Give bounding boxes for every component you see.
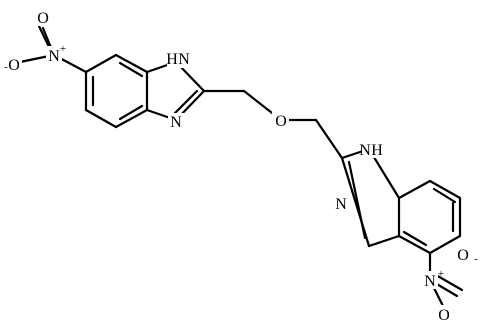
bond <box>173 89 199 115</box>
bond <box>347 160 367 240</box>
nitro-nitrogen-label: N <box>48 48 60 65</box>
bond <box>432 187 457 204</box>
bond <box>428 179 462 200</box>
bond <box>114 53 149 74</box>
ether-oxygen-label: O <box>275 113 287 130</box>
bond <box>367 234 401 248</box>
bond <box>402 230 428 247</box>
bond <box>84 53 118 74</box>
ring-nitrogen-label: N <box>170 114 182 131</box>
nitro-oxygen-label: O <box>37 10 49 27</box>
bond <box>428 234 462 255</box>
negative-charge-label: - <box>4 61 8 73</box>
bond <box>434 273 464 292</box>
bond <box>118 104 144 121</box>
negative-charge-label: - <box>474 253 478 265</box>
amine-hydrogen-label: H <box>371 142 383 159</box>
bond <box>84 108 118 129</box>
nitro-nitrogen-label: N <box>424 273 436 290</box>
bond <box>314 118 344 160</box>
nitro-oxygen-label: O <box>438 307 450 324</box>
amine-nitrogen-label: N <box>359 142 371 159</box>
lower-benzimidazole-bonds <box>340 147 464 310</box>
bond <box>36 22 51 49</box>
positive-charge-label: + <box>60 43 66 55</box>
bond <box>114 108 149 129</box>
amine-nitrogen-label: N <box>178 51 190 68</box>
nitro-oxygen-label: O <box>8 57 20 74</box>
bond <box>397 179 432 200</box>
bond <box>118 61 144 78</box>
bond <box>397 234 432 255</box>
upper-benzimidazole-bonds <box>18 22 206 129</box>
nitro-oxygen-label: O <box>457 247 469 264</box>
amine-hydrogen-label: H <box>166 51 178 68</box>
ring-nitrogen-label: N <box>335 196 347 213</box>
positive-charge-label: + <box>438 268 444 280</box>
